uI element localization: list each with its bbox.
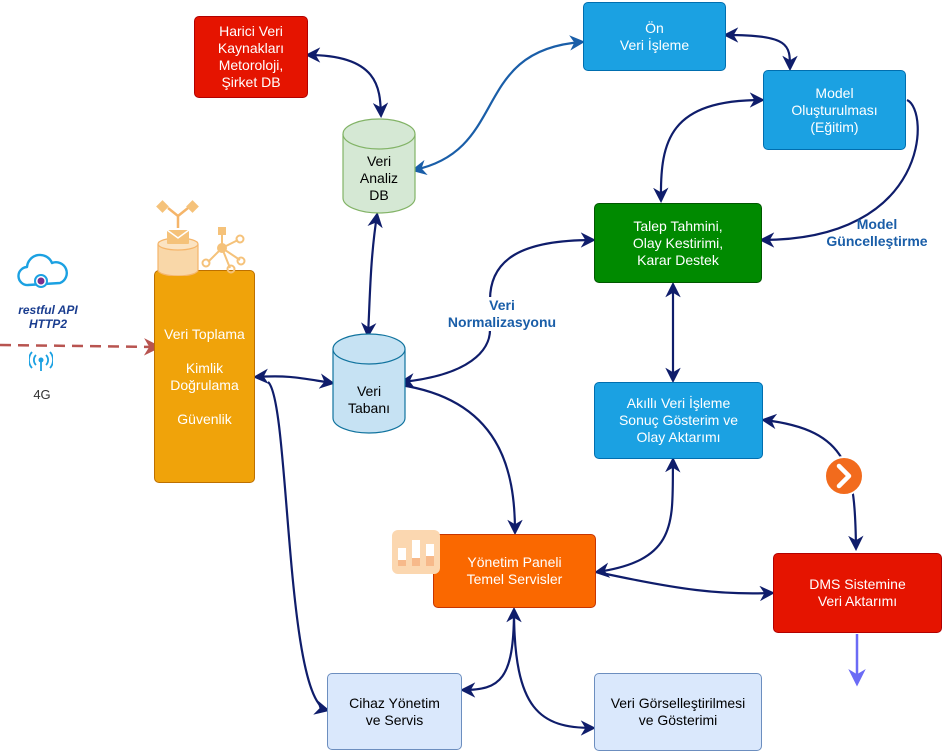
edge-analysis-database <box>361 211 383 339</box>
model-training-box[interactable]: Model Oluşturulması (Eğitim) <box>763 70 906 150</box>
edge-external-analysis <box>304 47 389 119</box>
forecast-box[interactable]: Talep Tahmini, Olay Kestirimi, Karar Des… <box>594 203 762 283</box>
edge-admin-smart <box>593 456 681 578</box>
model-update-label: Model Güncelleştirme <box>826 216 928 249</box>
edge-normalization <box>402 240 593 382</box>
edge-admin-device <box>459 606 522 698</box>
device-management-box[interactable]: Cihaz Yönetim ve Servis <box>327 673 462 750</box>
admin-panel-box[interactable]: Yönetim Paneli Temel Servisler <box>433 534 596 608</box>
edge-database-admin <box>399 383 523 536</box>
bar-chart-icon <box>392 530 440 574</box>
edge-collection-device <box>267 381 330 715</box>
edge-model-forecast <box>653 92 766 204</box>
database-cylinder <box>332 333 406 434</box>
analysis-db-cylinder <box>342 118 416 214</box>
visualization-box[interactable]: Veri Görselleştirilmesi ve Gösterimi <box>594 673 762 751</box>
edge-preproc-model <box>722 27 798 72</box>
preprocessing-box[interactable]: Ön Veri İşleme <box>583 2 726 71</box>
edge-external-input <box>0 338 162 356</box>
smart-processing-box[interactable]: Akıllı Veri İşleme Sonuç Gösterim ve Ola… <box>594 382 763 459</box>
edge-database-collection <box>252 368 336 389</box>
edge-admin-visualization <box>512 609 597 736</box>
network-label: 4G <box>33 387 51 402</box>
chevron-right-icon[interactable] <box>822 455 866 497</box>
dms-transfer-box[interactable]: DMS Sistemine Veri Aktarımı <box>773 553 942 633</box>
api-label: restful API HTTP2 <box>18 303 78 331</box>
edge-analysis-preproc <box>410 35 586 176</box>
analysis-db-label: Veri Analiz DB <box>359 153 399 203</box>
antenna-icon <box>29 351 53 371</box>
normalization-label: Veri Normalizasyonu <box>432 297 572 331</box>
external-sources-box[interactable]: Harici Veri Kaynakları Metoroloji, Şirke… <box>194 16 308 98</box>
data-collection-box[interactable]: Veri Toplama Kimlik Doğrulama Güvenlik <box>154 270 255 483</box>
database-hub-icon <box>156 200 246 276</box>
edge-admin-dms <box>596 570 776 602</box>
cloud-icon <box>17 253 68 288</box>
database-label: Veri Tabanı <box>347 383 391 416</box>
edge-model-update <box>758 98 919 248</box>
